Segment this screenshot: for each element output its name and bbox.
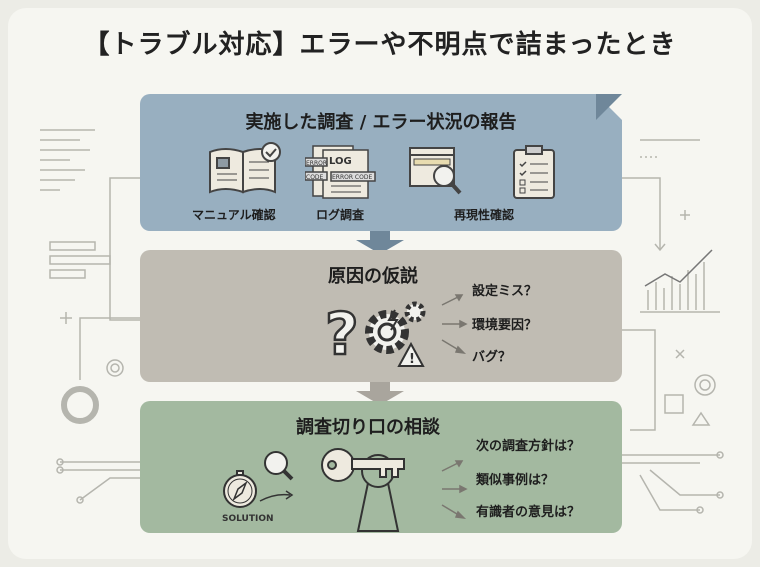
section-hypothesis: 原因の仮説 ? ! 設定ミス？ 環境要因？ バグ？ — [140, 250, 622, 382]
svg-text:!: ! — [409, 352, 415, 367]
section-consultation: 調査切り口の相談 SOLUTION 次の調査方針は？ 類似事例は？ 有識者の意見… — [140, 401, 622, 533]
page-fold-shadow — [596, 94, 622, 120]
key-keyhole-icon — [321, 448, 405, 532]
checklist-clipboard-icon — [513, 145, 555, 199]
section-heading: 実施した調査 / エラー状況の報告 — [245, 112, 517, 133]
manual-book-icon — [209, 142, 281, 194]
item-log-investigation: ログ調査 — [316, 208, 365, 222]
question-similar-cases: 類似事例は？ — [476, 473, 555, 488]
question-gear-warning-icon: ? ! — [325, 299, 426, 369]
section-heading: 調査切り口の相談 — [296, 417, 440, 438]
log-file-icon: LOG ERROR CODE ERROR CODE — [305, 145, 376, 199]
flow-arrow-2 — [356, 382, 404, 405]
right-decoration — [622, 139, 724, 514]
log-label: LOG — [329, 156, 352, 167]
item-reproducibility-check: 再現性確認 — [454, 208, 515, 222]
question-next-direction: 次の調査方針は？ — [476, 439, 581, 454]
section-report: 実施した調査 / エラー状況の報告 LOG ERROR CODE ERROR C… — [140, 94, 622, 231]
section-heading: 原因の仮説 — [328, 266, 418, 287]
left-decoration — [40, 129, 140, 504]
compass-magnifier-icon: SOLUTION — [222, 451, 294, 523]
svg-text:?: ? — [325, 300, 359, 368]
branch-arrows — [441, 294, 468, 355]
svg-text:CODE: CODE — [306, 174, 324, 181]
svg-text:ERROR: ERROR — [306, 160, 327, 167]
hypothesis-environment: 環境要因？ — [472, 318, 538, 333]
page-title: 【トラブル対応】エラーや不明点で詰まったとき — [83, 30, 677, 60]
solution-label: SOLUTION — [222, 514, 274, 523]
question-expert-opinion: 有識者の意見は？ — [476, 505, 581, 520]
flow-arrow-1 — [356, 231, 404, 254]
item-manual-check: マニュアル確認 — [192, 208, 276, 222]
branch-arrows — [441, 460, 468, 520]
svg-text:ERROR CODE: ERROR CODE — [332, 174, 372, 181]
hypothesis-bug: バグ？ — [472, 350, 512, 365]
hypothesis-config-error: 設定ミス？ — [472, 284, 538, 299]
browser-magnifier-icon — [409, 147, 462, 195]
